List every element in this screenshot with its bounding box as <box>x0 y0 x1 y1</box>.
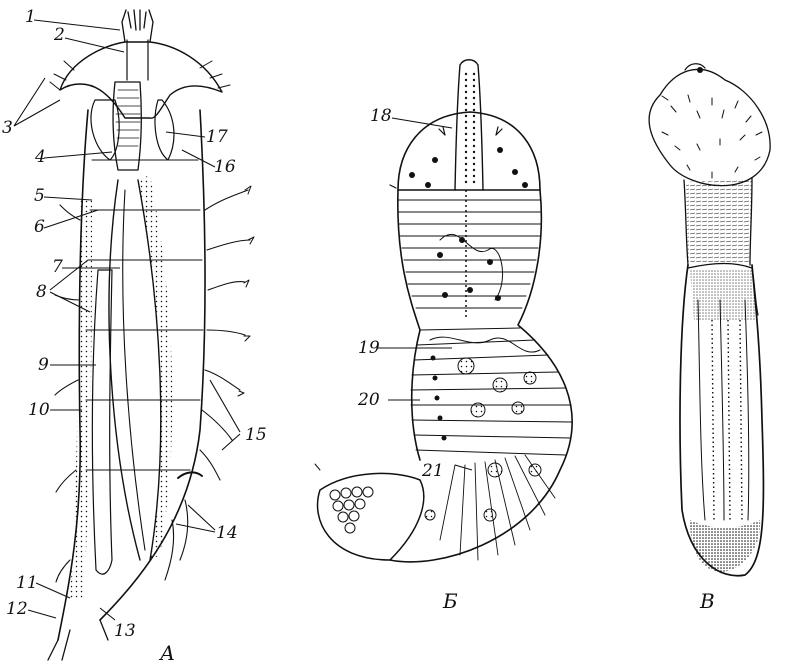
callout-13: 13 <box>114 621 136 641</box>
callout-15: 15 <box>245 425 267 445</box>
callout-21: 21 <box>421 461 444 481</box>
callout-7: 7 <box>52 257 63 277</box>
callout-1: 1 <box>25 7 36 27</box>
panel-a-drawing <box>48 10 254 660</box>
callout-18: 18 <box>370 106 392 126</box>
callout-16: 16 <box>214 157 236 177</box>
callout-3: 3 <box>2 118 13 138</box>
panel-label-b: Б <box>442 589 458 613</box>
panel-b-leader-lines <box>378 118 472 470</box>
callout-12: 12 <box>6 599 28 619</box>
callout-14: 14 <box>216 523 238 543</box>
callout-5: 5 <box>34 186 45 206</box>
callout-labels: 1 2 3 4 5 6 7 8 9 10 11 12 13 14 15 16 1… <box>2 7 444 641</box>
callout-9: 9 <box>38 355 49 375</box>
callout-4: 4 <box>34 147 46 167</box>
panel-label-a: А <box>158 641 175 665</box>
callout-20: 20 <box>357 390 380 410</box>
callout-6: 6 <box>34 217 45 237</box>
callout-17: 17 <box>206 127 228 147</box>
panel-label-v: В <box>699 589 715 613</box>
panel-a-leader-lines <box>14 20 240 620</box>
panel-b-drawing <box>315 60 572 562</box>
panel-c-drawing <box>649 64 770 576</box>
callout-19: 19 <box>358 338 380 358</box>
callout-2: 2 <box>53 25 65 45</box>
callout-8: 8 <box>36 282 47 302</box>
panel-labels: А Б В <box>158 589 715 665</box>
callout-10: 10 <box>28 400 50 420</box>
callout-11: 11 <box>16 573 38 593</box>
